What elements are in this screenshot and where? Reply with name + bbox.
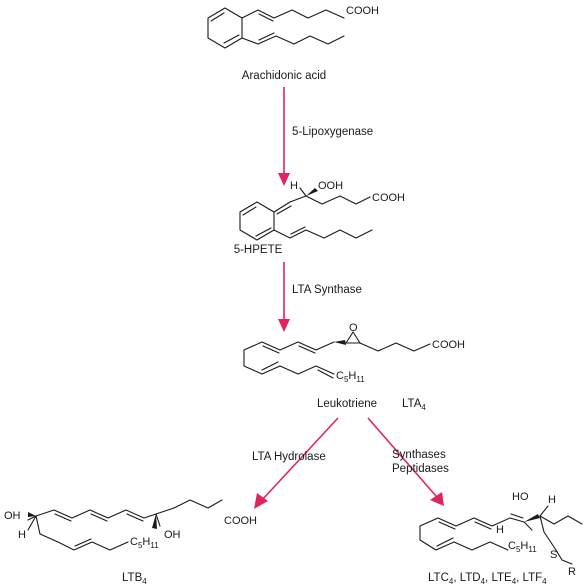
- enzyme-5-lipoxygenase: 5-Lipoxygenase: [292, 126, 373, 138]
- arachidonic-acid-cooh: COOH: [346, 5, 379, 17]
- leukotriene-label: Leukotriene: [317, 398, 377, 410]
- cysteinyl-ho: HO: [512, 491, 529, 503]
- hpete-structure: H OOH COOH: [239, 180, 405, 241]
- cysteinyl-h-left: H: [496, 524, 504, 536]
- cysteinyl-leukotriene-structure: HO H H S R C5H11: [419, 491, 583, 578]
- arrow-lta-synthase: [278, 262, 290, 332]
- arrow-lipoxygenase: [278, 87, 290, 186]
- hpete-cooh: COOH: [372, 192, 405, 204]
- cysteinyl-c5h11: C5H11: [508, 540, 537, 554]
- ltb4-h-left: H: [18, 529, 26, 541]
- cysteinyl-leukotriene-label: LTC4, LTD4, LTE4, LTF4: [428, 572, 547, 586]
- ltb4-cooh: COOH: [224, 515, 257, 527]
- ltb4-oh-left: OH: [4, 510, 21, 522]
- cysteinyl-h-top: H: [548, 494, 556, 506]
- cysteinyl-r: R: [568, 566, 576, 578]
- lta4-structure: O COOH C5H11: [243, 322, 465, 384]
- arrow-lta-hydrolase: [254, 417, 339, 509]
- ltb4-c5h11: C5H11: [130, 536, 159, 550]
- ltb4-label: LTB4: [122, 572, 147, 586]
- arachidonic-acid-structure: COOH: [207, 5, 379, 49]
- ltb4-structure: OH H OH COOH C5H11: [4, 499, 257, 551]
- lta4-epoxide-o: O: [349, 322, 358, 334]
- lta4-c5h11: C5H11: [336, 370, 365, 384]
- enzyme-peptidases: Peptidases: [392, 463, 449, 475]
- enzyme-lta-hydrolase: LTA Hydrolase: [252, 451, 326, 463]
- arrow-synthases-peptidases: [367, 417, 444, 506]
- lta4-cooh: COOH: [432, 339, 465, 351]
- arachidonic-acid-label: Arachidonic acid: [242, 70, 326, 82]
- lta4-label: LTA4: [402, 398, 426, 412]
- ltb4-oh-right: OH: [164, 529, 181, 541]
- enzyme-lta-synthase: LTA Synthase: [292, 284, 362, 296]
- hpete-ooh: OOH: [318, 180, 343, 192]
- cysteinyl-s: S: [550, 549, 557, 561]
- hpete-label: 5-HPETE: [234, 244, 283, 256]
- hpete-h: H: [290, 180, 298, 192]
- enzyme-synthases: Synthases: [392, 449, 446, 461]
